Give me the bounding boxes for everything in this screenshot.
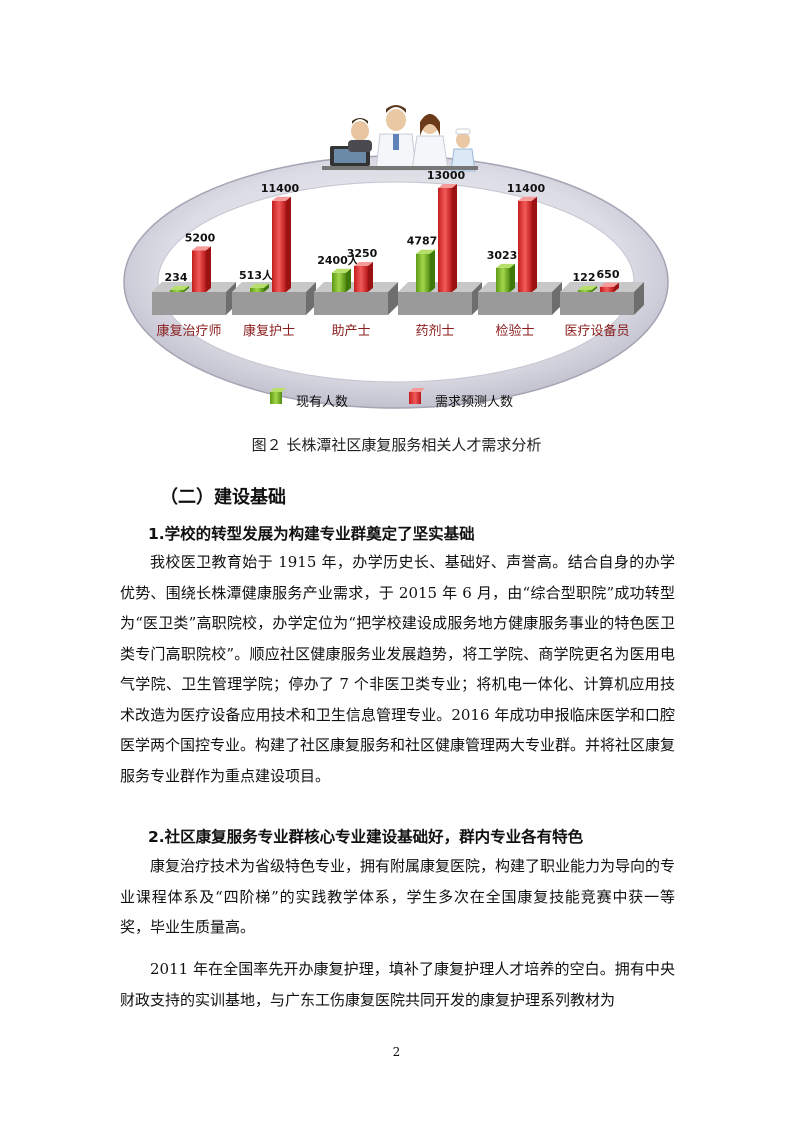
bar-demand-5-top <box>600 282 619 287</box>
bar-existing-1-top <box>250 283 269 288</box>
bar-demand-0-side <box>206 246 211 292</box>
subsection-title-1: 1.学校的转型发展为构建专业群奠定了坚实基础 <box>148 525 475 543</box>
paragraph-3: 2011 年在全国率先开办康复护理，填补了康复护理人才培养的空白。拥有中央财政支… <box>120 960 675 1009</box>
legend-swatch-demand-top <box>409 388 425 392</box>
base-front <box>478 292 552 315</box>
bar-existing-5-side <box>592 286 597 292</box>
base-side <box>634 282 644 315</box>
bar-demand-1-side <box>286 196 291 292</box>
legend-item-existing: 现有人数 <box>270 388 348 410</box>
paragraph-2: 康复治疗技术为省级特色专业，拥有附属康复医院，构建了职业能力为导向的专业课程体系… <box>120 857 676 936</box>
bar-existing-2-label: 2400人 <box>317 253 360 267</box>
bar-existing-3 <box>416 253 430 292</box>
legend-swatch-demand <box>409 392 421 404</box>
bar-existing-0 <box>170 290 184 292</box>
bar-existing-2-side <box>346 268 351 292</box>
bar-existing-5-label: 122 <box>573 271 596 284</box>
bar-group-1: 513人 11400 康复护士 <box>232 182 316 339</box>
bar-demand-4-top <box>518 196 537 201</box>
page-number: 2 <box>392 1045 401 1059</box>
bar-existing-4-side <box>510 263 515 292</box>
base-front <box>398 292 472 315</box>
medical-staff-icon <box>322 105 478 172</box>
base-side <box>388 282 398 315</box>
bar-demand-2-top <box>354 262 373 266</box>
bar-existing-2-top <box>332 268 351 273</box>
bar-demand-5 <box>600 286 614 292</box>
bar-existing-4-top <box>496 263 515 268</box>
bar-demand-3-side <box>452 184 457 292</box>
bar-demand-0-top <box>192 246 211 251</box>
bar-existing-3-side <box>430 249 435 292</box>
bar-demand-4-label: 11400 <box>507 182 546 195</box>
bar-existing-5-top <box>578 286 597 290</box>
category-label-5: 医疗设备员 <box>564 323 629 339</box>
base-side <box>552 282 562 315</box>
legend-swatch-existing-top <box>270 388 286 392</box>
category-label-4: 检验士 <box>495 323 534 339</box>
bar-existing-3-label: 4787 <box>407 235 438 248</box>
base-front <box>232 292 306 315</box>
bar-demand-2-side <box>368 262 373 292</box>
bar-existing-4-label: 3023 <box>487 249 518 262</box>
bar-demand-4 <box>518 200 532 292</box>
category-label-1: 康复护士 <box>243 323 295 339</box>
bar-existing-2 <box>332 272 346 292</box>
legend-swatch-existing <box>270 392 282 404</box>
bar-existing-0-side <box>184 286 189 292</box>
bar-existing-1-side <box>264 283 269 292</box>
bar-existing-0-label: 234 <box>165 271 188 284</box>
bar-demand-5-side <box>614 282 619 292</box>
legend-label-demand: 需求预测人数 <box>435 395 513 410</box>
bar-demand-5-label: 650 <box>597 268 620 281</box>
chart-legend: 现有人数 需求预测人数 <box>270 388 513 410</box>
bar-demand-0-label: 5200 <box>185 231 216 244</box>
bar-demand-3-label: 13000 <box>427 169 466 182</box>
legend-item-demand: 需求预测人数 <box>409 388 513 410</box>
category-label-0: 康复治疗师 <box>156 323 221 339</box>
bar-existing-1-label: 513人 <box>239 268 274 282</box>
bar-demand-4-side <box>532 196 537 292</box>
bar-demand-2-label: 3250 <box>347 247 378 260</box>
base-side <box>306 282 316 315</box>
figure-caption: 图２ 长株潭社区康复服务相关人才需求分析 <box>251 436 542 454</box>
paragraph-1: 我校医卫教育始于 1915 年，办学历史长、基础好、声誉高。结合自身的办学优势、… <box>120 553 676 785</box>
subsection-title-2: 2.社区康复服务专业群核心专业建设基础好，群内专业各有特色 <box>148 828 584 846</box>
bar-demand-1-top <box>272 196 291 201</box>
bar-group-0: 234 5200 康复治疗师 <box>152 231 236 339</box>
bar-existing-4 <box>496 267 510 292</box>
bar-group-4: 3023 11400 检验士 <box>478 182 562 339</box>
bar-existing-0-top <box>170 286 189 290</box>
category-label-2: 助产士 <box>331 324 370 339</box>
bar-existing-5 <box>578 290 592 292</box>
legend-label-existing: 现有人数 <box>296 395 348 410</box>
bar-demand-3 <box>438 188 452 292</box>
section-title: （二）建设基础 <box>160 487 286 508</box>
base-front <box>152 292 226 315</box>
bar-demand-1 <box>272 200 286 292</box>
bar-demand-2 <box>354 266 368 292</box>
bar-demand-0 <box>192 250 206 292</box>
base-front <box>560 292 634 315</box>
bar-demand-3-top <box>438 184 457 188</box>
base-front <box>314 292 388 315</box>
category-label-3: 药剂士 <box>415 324 454 339</box>
bar-group-3: 4787 13000 药剂士 <box>398 169 482 339</box>
bar-demand-1-label: 11400 <box>261 182 300 195</box>
bar-existing-3-top <box>416 249 435 254</box>
bar-existing-1 <box>250 287 264 292</box>
